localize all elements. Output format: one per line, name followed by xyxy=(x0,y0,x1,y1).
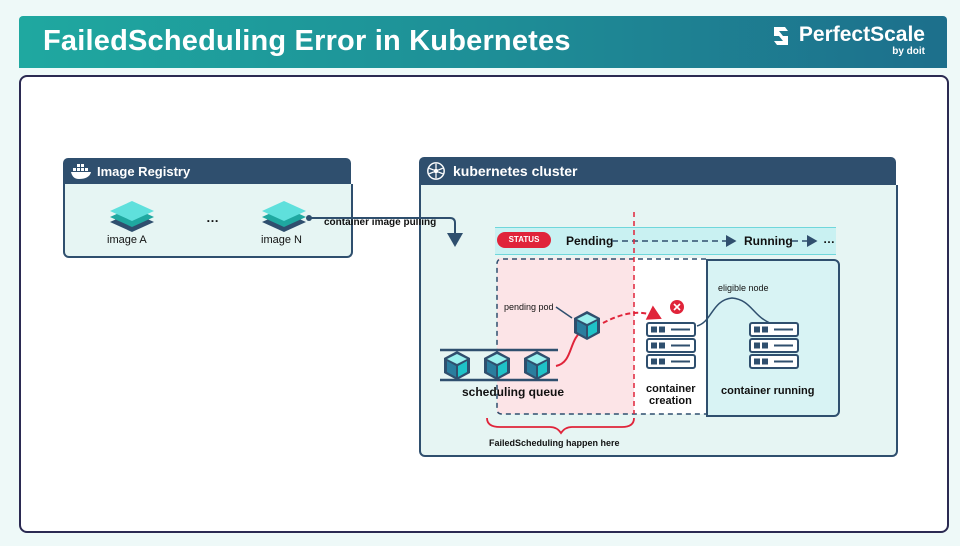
creation-server-rack-icon xyxy=(646,354,696,369)
registry-body xyxy=(63,184,353,258)
failure-label: FailedScheduling happen here xyxy=(489,438,620,448)
queued-pod-icon xyxy=(444,351,470,380)
registry-header: Image Registry xyxy=(63,158,351,184)
page-title: FailedScheduling Error in Kubernetes xyxy=(43,25,571,57)
cluster-header: kubernetes cluster xyxy=(419,157,896,185)
image-a-label: image A xyxy=(107,234,147,246)
registry-ellipsis: … xyxy=(206,210,219,225)
image-pull-label: container image pulling xyxy=(324,217,437,228)
image-pull-arrow xyxy=(309,217,463,247)
status-more-label: … xyxy=(823,232,835,246)
creation-server-rack-icon xyxy=(646,338,696,353)
eligible-node-bracket xyxy=(696,297,773,327)
running-server-rack-icon xyxy=(749,338,799,353)
queued-pod-icon xyxy=(524,351,550,380)
creation-server-rack-icon xyxy=(646,322,696,337)
registry-title: Image Registry xyxy=(97,164,191,179)
kubernetes-icon xyxy=(427,162,445,180)
status-badge: STATUS xyxy=(497,232,551,248)
brand: PerfectScale by doit xyxy=(773,23,925,57)
running-server-rack-icon xyxy=(749,322,799,337)
pending-pod-label: pending pod xyxy=(504,302,554,312)
container-running-label: container running xyxy=(721,385,815,397)
failure-zone-outline xyxy=(496,258,706,415)
pending-pod-pointer xyxy=(555,306,573,319)
image-n-label: image N xyxy=(261,234,302,246)
header-bar: FailedScheduling Error in Kubernetes Per… xyxy=(19,16,947,68)
failure-zone xyxy=(497,258,634,414)
error-x-icon xyxy=(670,300,684,314)
queued-pod-icon xyxy=(484,351,510,380)
brand-name: PerfectScale xyxy=(798,23,925,46)
image-pull-arrow-origin xyxy=(306,215,312,221)
docker-icon xyxy=(71,164,91,179)
eligible-node-label: eligible node xyxy=(718,283,769,293)
pod-to-creation-arrow xyxy=(602,305,662,324)
status-pending-label: Pending xyxy=(566,234,614,248)
running-server-rack-icon xyxy=(749,354,799,369)
image-n-layers-icon xyxy=(262,201,306,232)
creation-label-line1: container xyxy=(646,383,696,395)
image-a-layers-icon xyxy=(110,201,154,232)
scheduling-queue-label: scheduling queue xyxy=(462,385,565,399)
status-running-label: Running xyxy=(744,234,793,248)
perfectscale-logo-icon xyxy=(773,27,788,45)
failure-brace xyxy=(486,417,635,435)
brand-byline: by doit xyxy=(892,46,925,57)
creation-label-line2: creation xyxy=(649,395,692,407)
cluster-title: kubernetes cluster xyxy=(453,163,578,179)
